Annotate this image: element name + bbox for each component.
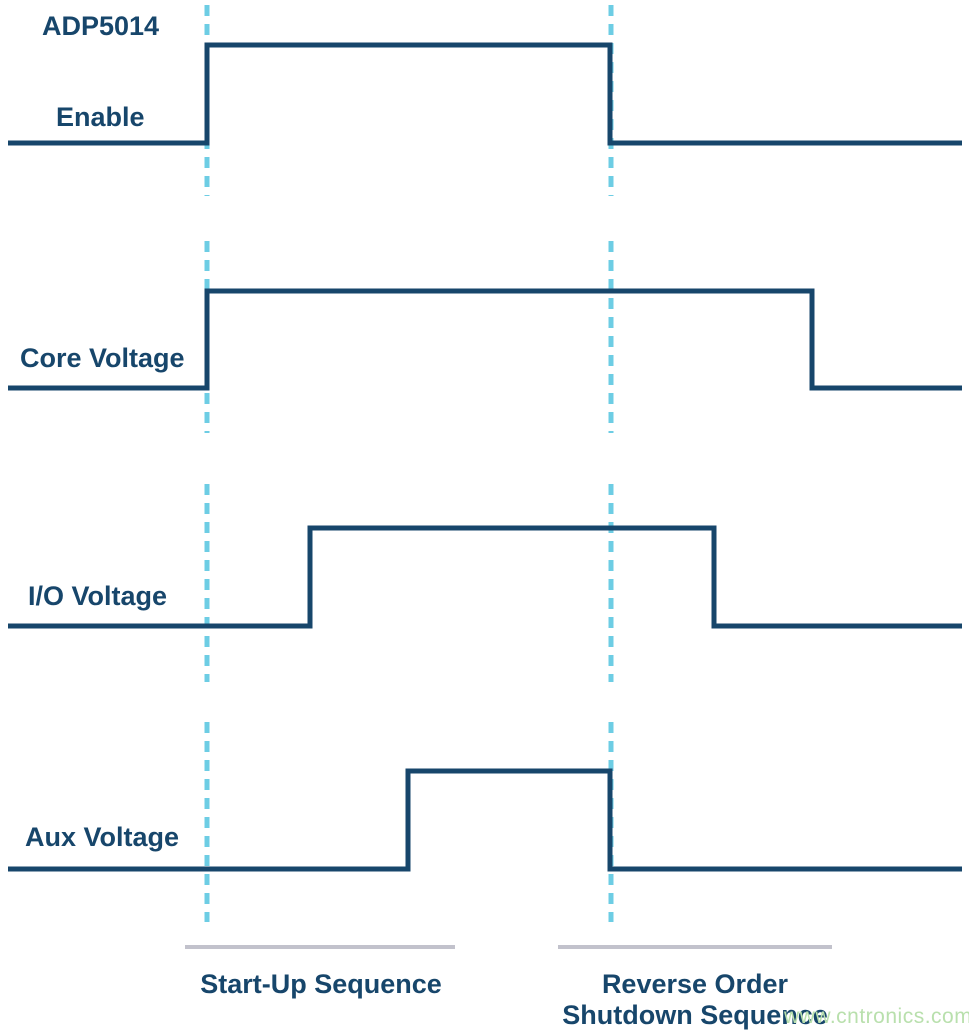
chip-title: ADP5014	[42, 11, 160, 41]
shutdown-phase-label-line2: Shutdown Sequence	[562, 1000, 828, 1030]
signal-label-aux-voltage: Aux Voltage	[25, 822, 180, 852]
signal-label-core-voltage: Core Voltage	[20, 343, 185, 373]
site-watermark: www.cntronics.com	[784, 1005, 969, 1028]
startup-phase-label: Start-Up Sequence	[171, 969, 471, 1000]
startup-phase-rule	[185, 945, 455, 949]
waveform-i-o-voltage	[8, 525, 962, 629]
waveform-aux-voltage	[8, 768, 962, 872]
waveform-core-voltage	[8, 288, 962, 391]
shutdown-phase-label: Reverse Order Shutdown Sequence	[545, 969, 845, 1031]
signal-label-io-voltage: I/O Voltage	[28, 581, 168, 611]
signal-label-enable: Enable	[56, 102, 145, 132]
shutdown-phase-rule	[558, 945, 832, 949]
shutdown-phase-label-line1: Reverse Order	[601, 969, 789, 999]
startup-phase-label-text: Start-Up Sequence	[200, 969, 442, 999]
waveform-enable	[8, 42, 962, 146]
